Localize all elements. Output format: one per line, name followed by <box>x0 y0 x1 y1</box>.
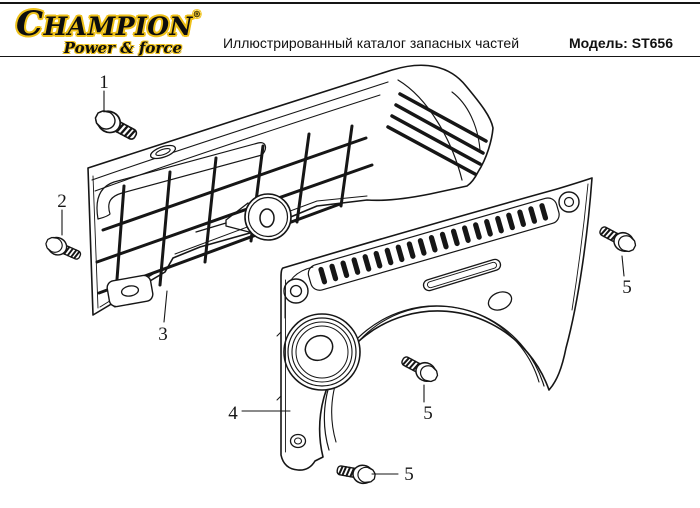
callout-labels: 1 2 3 4 5 5 5 <box>57 72 632 485</box>
panel-4-oval-hole <box>487 291 513 311</box>
callout-label-4: 4 <box>228 403 238 424</box>
panel-4-oblong-slot <box>422 258 502 292</box>
callout-label-2: 2 <box>57 191 67 212</box>
bolt-1 <box>90 105 142 147</box>
panel-4-arch-line1 <box>323 305 545 451</box>
callout-line-5-right <box>621 255 625 277</box>
panel-4-bearing-boss <box>283 313 361 391</box>
callout-label-5-bottom: 5 <box>404 464 414 485</box>
registered-mark-icon: ® <box>192 9 202 19</box>
panel-4-topright-hole <box>558 191 580 213</box>
panel-3-flange-line <box>91 81 389 181</box>
panel-part-4 <box>276 177 593 471</box>
panel-4-topleft-hole <box>283 278 309 304</box>
panel-3-flange-line2 <box>94 94 381 192</box>
panel-4-right-inner <box>571 183 589 311</box>
callout-label-5-right: 5 <box>622 277 632 298</box>
bolt-5-right <box>595 220 640 257</box>
bolt-5-middle <box>397 350 442 387</box>
header-divider <box>0 56 700 57</box>
brand-row: CHAMPION® <box>16 4 201 44</box>
top-border <box>0 2 700 4</box>
catalog-title: Иллюстрированный каталог запасных частей <box>222 35 520 51</box>
panel-4-edge-nubs <box>276 331 282 401</box>
brand-name: CHAMPION <box>16 4 193 44</box>
panel-part-3 <box>87 64 494 316</box>
panel-3-flange-hole <box>149 144 177 160</box>
vent-slots <box>318 203 549 285</box>
panel-4-outline <box>280 177 593 471</box>
panel-3-bracket-foot <box>106 274 154 308</box>
brand-logo: CHAMPION® Power & force <box>16 4 201 57</box>
callout-label-1: 1 <box>99 72 109 93</box>
model-label: Модель: ST656 <box>568 35 673 51</box>
panel-4-arch-line2 <box>331 305 540 443</box>
bolt-5-bottom <box>334 459 378 487</box>
panel-4-topleft-hole-inner <box>289 284 303 298</box>
panel-3-right-inner <box>451 91 481 151</box>
panel-3-diagonal-ribs <box>386 92 488 176</box>
callout-leader-lines <box>61 90 625 475</box>
callout-line-3 <box>163 290 168 323</box>
panel-4-topright-hole-inner <box>563 196 575 208</box>
callout-label-5-middle: 5 <box>423 403 433 424</box>
panel-4-vent-band <box>307 197 560 291</box>
panel-4-foot-hole-inner <box>293 437 303 445</box>
panel-3-left-inner <box>92 175 99 309</box>
bolt-2 <box>42 232 85 266</box>
callout-label-3: 3 <box>158 324 168 345</box>
brand-tagline: Power & force <box>63 39 182 57</box>
panel-4-foot-hole <box>289 433 307 449</box>
panel-3-center-boss <box>195 193 292 241</box>
